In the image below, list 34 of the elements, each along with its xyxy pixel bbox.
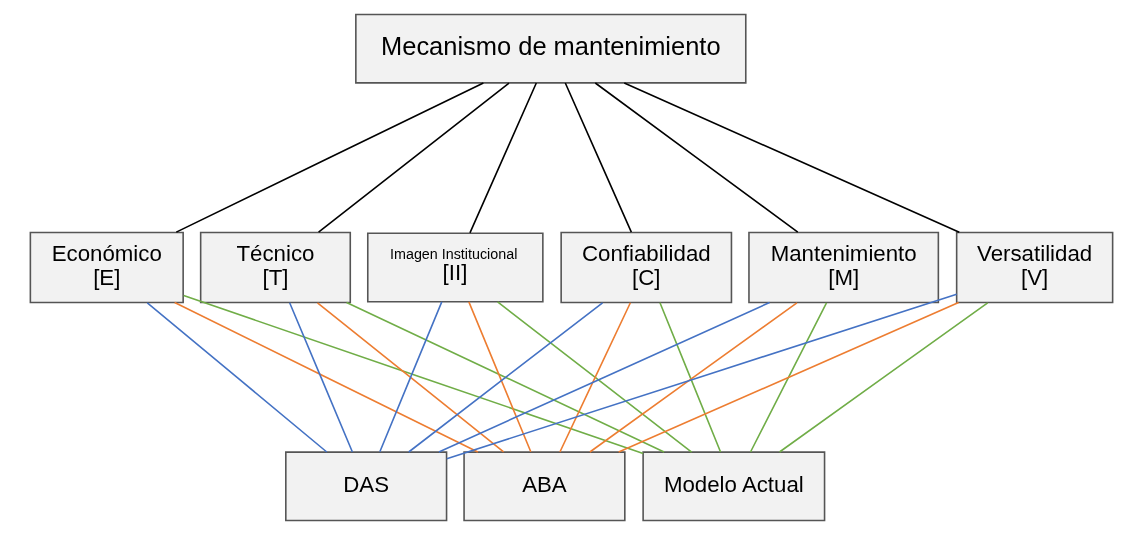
node-box: DAS [285, 451, 448, 522]
connector [407, 302, 604, 453]
node-box: Confiabilidad [C] [560, 231, 733, 304]
node-box: Económico [E] [29, 231, 184, 304]
connector [345, 301, 665, 453]
connector [496, 301, 693, 453]
connector [564, 82, 633, 233]
connector [468, 301, 532, 453]
connector [778, 302, 989, 453]
connector [173, 301, 479, 453]
node-box: Modelo Actual [642, 451, 826, 522]
connector [175, 82, 485, 233]
connector [749, 302, 828, 453]
connector [317, 82, 510, 233]
connector [438, 301, 771, 453]
node-box: Mecanismo de mantenimiento [355, 13, 747, 84]
connector [379, 301, 443, 453]
node-box: ABA [463, 451, 626, 522]
connector [594, 82, 799, 233]
node-box: Mantenimiento [M] [748, 231, 940, 304]
connector [617, 301, 960, 453]
node-box: Técnico [T] [199, 231, 352, 304]
connector [659, 302, 722, 453]
connector [182, 294, 644, 455]
connector [146, 302, 328, 453]
connector [446, 293, 958, 460]
connector [559, 302, 632, 453]
connector [316, 302, 505, 453]
connector [589, 302, 798, 453]
node-box: Versatilidad [V] [955, 231, 1114, 304]
connector [288, 302, 354, 453]
connector [469, 82, 538, 234]
node-box: Imagen Institucional [II] [367, 232, 544, 303]
connector [623, 82, 961, 234]
